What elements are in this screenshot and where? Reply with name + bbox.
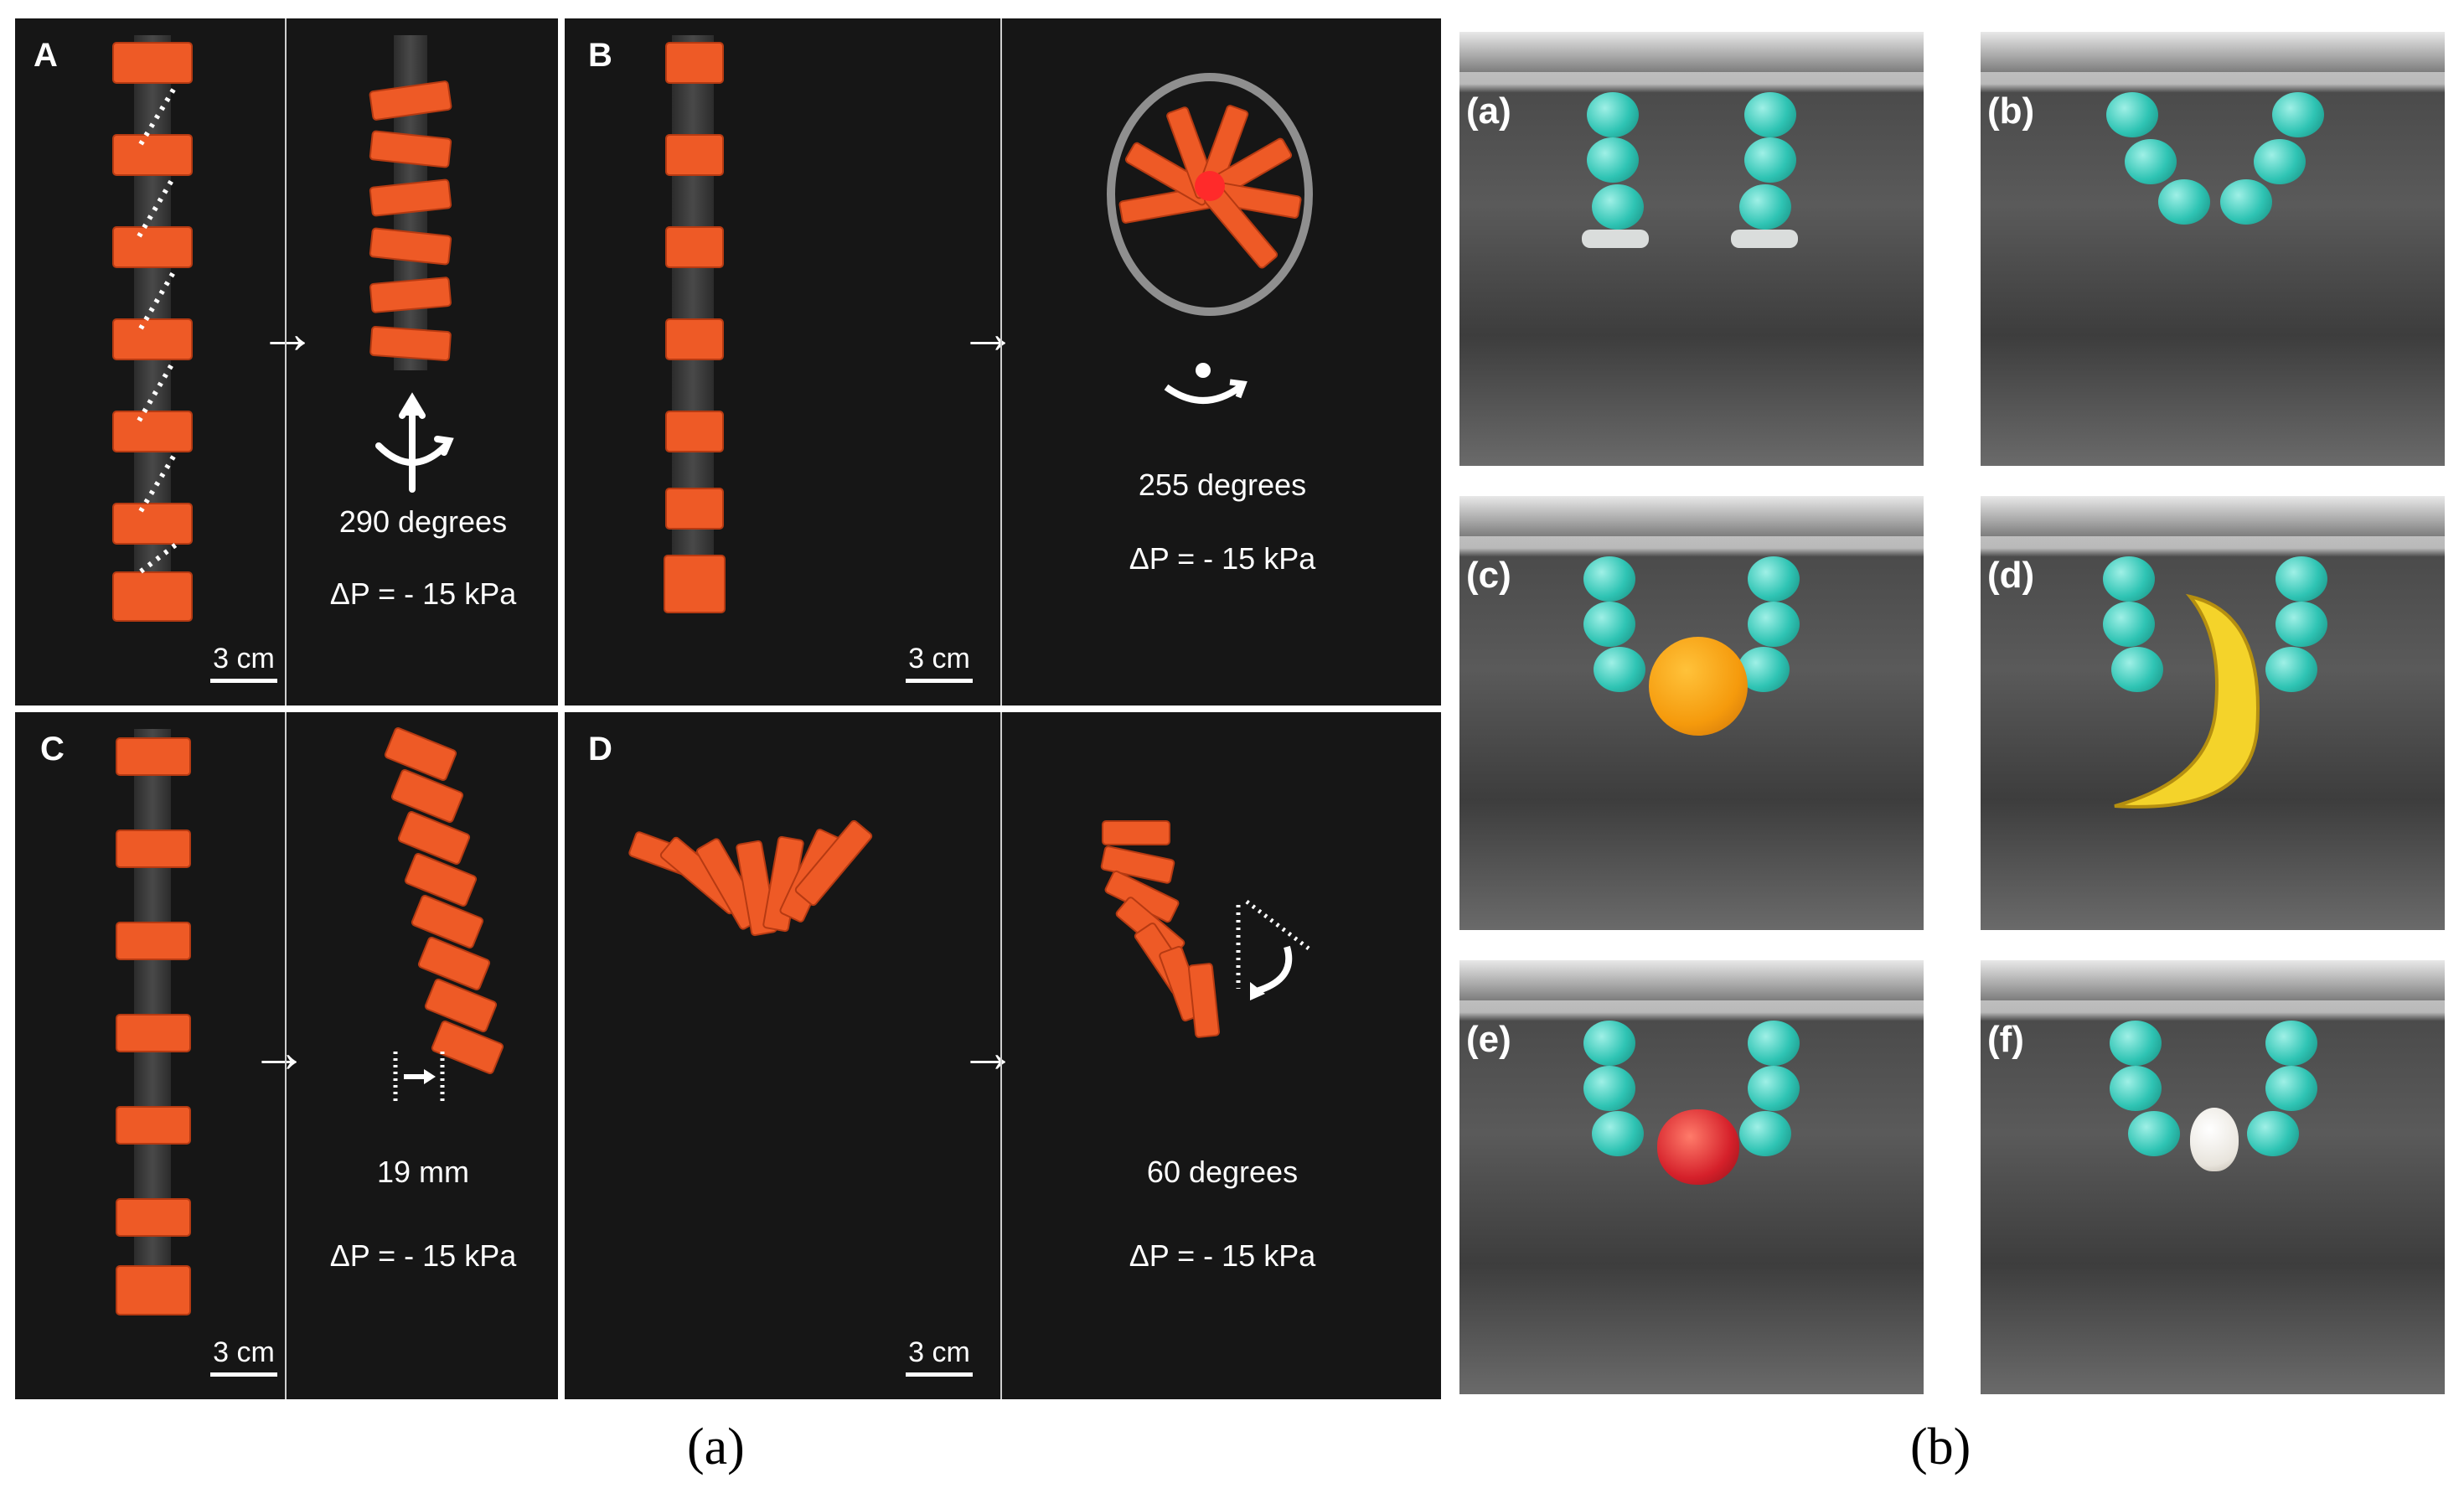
bent-actuator	[628, 819, 873, 937]
panel-b-after: 255 degrees ΔP = - 15 kPa	[1000, 18, 1441, 705]
transition-arrow: →	[958, 300, 1017, 365]
rotation-value: 290 degrees	[338, 504, 508, 539]
panel-a-after: 290 degrees ΔP = - 15 kPa	[285, 18, 558, 705]
pressure-value: ΔP = - 15 kPa	[329, 1238, 517, 1273]
panel-c: C → 3 cm 19 mm ΔP = - 15 kPa	[15, 712, 558, 1399]
transition-arrow: →	[258, 300, 317, 365]
bent-actuator	[1100, 820, 1310, 1038]
scale-bar: 3 cm	[198, 1336, 290, 1377]
gripper-photo-c: (c)	[1459, 496, 1924, 930]
scale-bar: 3 cm	[893, 1336, 985, 1377]
photo-label: (f)	[1987, 1019, 2024, 1060]
dashed-guide-lines	[137, 84, 178, 574]
panel-a-before: A → 3 cm	[15, 18, 317, 705]
displacement-icon	[393, 1052, 445, 1102]
rotation-direction-icon	[1164, 363, 1247, 404]
apple	[1657, 1109, 1739, 1185]
right-figure-caption: (b)	[1910, 1419, 1971, 1476]
twist-rotation-icon	[375, 392, 454, 493]
pressure-value: ΔP = - 15 kPa	[1129, 1238, 1316, 1273]
coiled-actuator	[1107, 73, 1313, 316]
panel-letter: A	[34, 37, 58, 74]
gripper-photo-d: (d)	[1981, 496, 2445, 930]
panel-letter: D	[588, 731, 612, 768]
panel-b: B → 3 cm 255 degrees ΔP = - 15 kPa	[565, 18, 1441, 705]
panel-c-after: 19 mm ΔP = - 15 kPa	[285, 712, 558, 1399]
panel-b-before: B → 3 cm	[565, 18, 1017, 705]
left-figure-caption: (a)	[687, 1419, 745, 1476]
photo-label: (b)	[1987, 90, 2035, 132]
photo-label: (c)	[1466, 555, 1511, 596]
photo-label: (a)	[1466, 90, 1511, 132]
bend-angle-value: 60 degrees	[1146, 1155, 1299, 1189]
panel-d: D → 3 cm 60 degrees ΔP = - 15 kPa	[565, 712, 1441, 1399]
panel-a: A → 3 cm 290 degrees ΔP = - 15 kPa	[15, 18, 558, 705]
gripper-photo-f: (f)	[1981, 960, 2445, 1394]
pressure-value: ΔP = - 15 kPa	[329, 576, 517, 611]
transition-arrow: →	[250, 1019, 308, 1084]
panel-c-before: C → 3 cm	[15, 712, 308, 1399]
displacement-value: 19 mm	[376, 1155, 470, 1189]
gripper-photo-e: (e)	[1459, 960, 1924, 1394]
rotation-value: 255 degrees	[1138, 468, 1307, 502]
panel-d-after: 60 degrees ΔP = - 15 kPa	[1000, 712, 1441, 1399]
scale-bar: 3 cm	[198, 643, 290, 683]
transition-arrow: →	[958, 1019, 1017, 1084]
egg	[2190, 1108, 2239, 1171]
photo-label: (e)	[1466, 1019, 1511, 1060]
banana	[2114, 593, 2260, 809]
panel-d-before: D → 3 cm	[565, 712, 1017, 1399]
panel-letter: B	[588, 37, 612, 74]
orange	[1649, 637, 1748, 736]
pressure-value: ΔP = - 15 kPa	[1129, 541, 1316, 576]
scale-bar: 3 cm	[893, 643, 985, 683]
panel-letter: C	[40, 731, 65, 768]
photo-label: (d)	[1987, 555, 2035, 596]
gripper-photo-a: (a)	[1459, 32, 1924, 466]
gripper-photo-b: (b)	[1981, 32, 2445, 466]
